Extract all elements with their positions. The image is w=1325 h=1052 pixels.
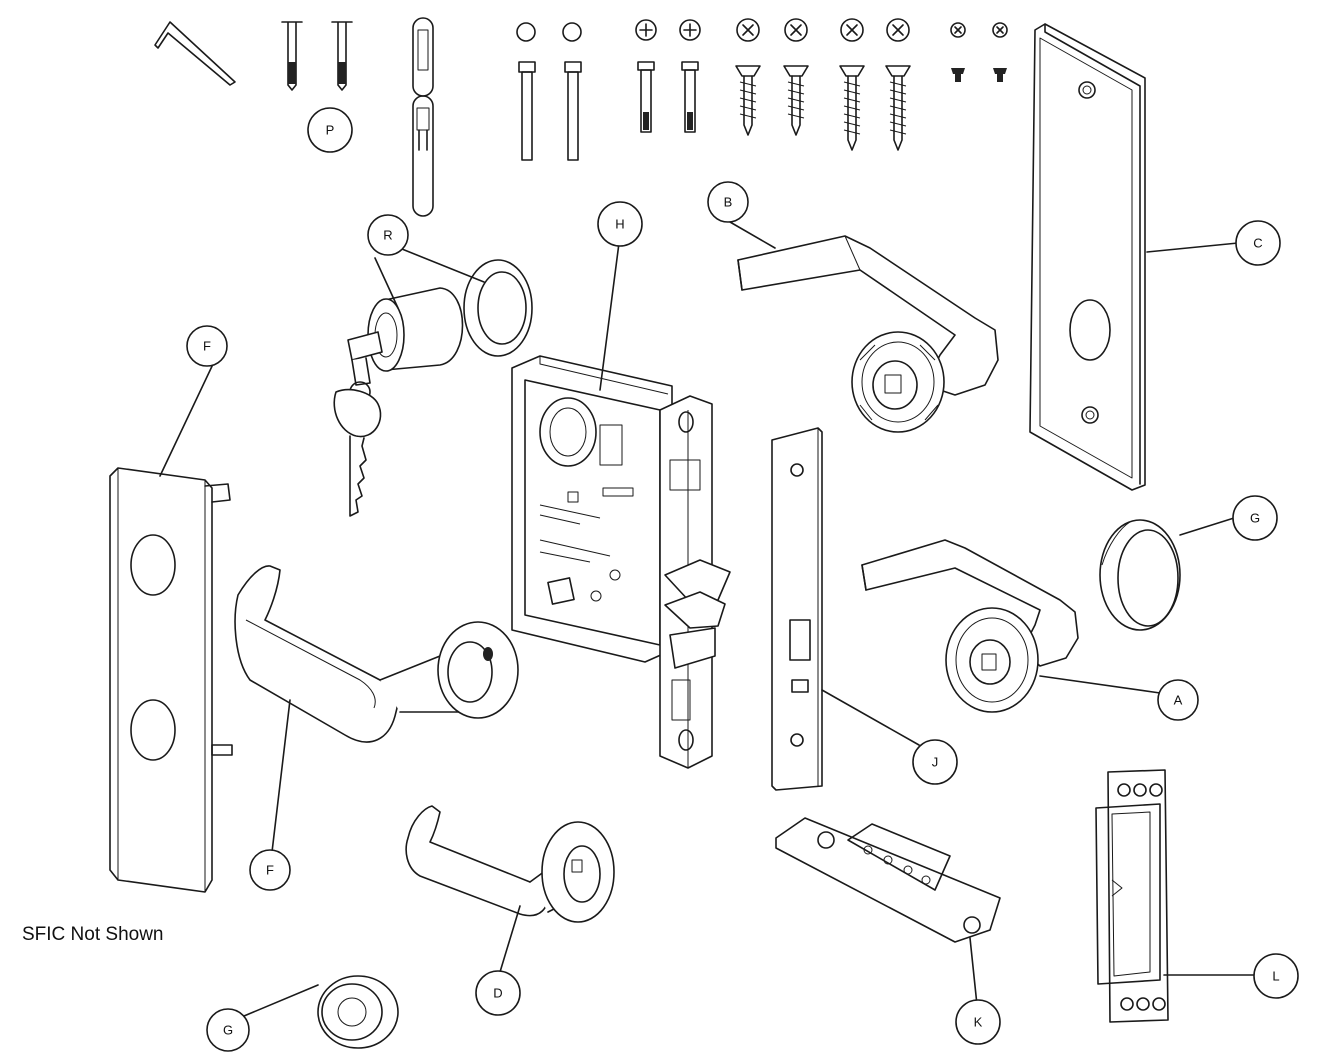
strike-K [775,817,1001,943]
callout-B: B [707,181,749,223]
cylinder-and-keys-R [333,259,533,517]
strike-box-L [1095,769,1169,1023]
callout-L: L [1253,953,1299,999]
svg-text:F: F [203,339,211,354]
faceplate-J [771,427,823,791]
svg-text:D: D [493,986,502,1001]
sfic-note: SFIC Not Shown [22,924,164,945]
sex-bolt [635,19,657,133]
callout-R: R [367,214,409,256]
callout-F-top: F [186,325,228,367]
svg-text:A: A [1174,693,1183,708]
escutcheon-plate-C [1029,23,1146,491]
wood-screw [783,18,809,136]
callout-G-bottom: G [206,1008,250,1052]
svg-text:K: K [974,1015,983,1030]
pin [516,22,536,161]
small-screw [950,22,966,82]
callout-D: D [475,970,521,1016]
callout-G-right: G [1232,495,1278,541]
allen-wrench [154,21,236,86]
rose-G [317,975,399,1049]
rose-G [1099,519,1181,631]
svg-text:R: R [383,228,392,243]
svg-text:F: F [266,863,274,878]
mortise-lock-body-H [511,355,731,769]
wood-screw [735,18,761,136]
svg-text:L: L [1272,969,1279,984]
leader-lines [159,221,1261,1017]
callout-P: P [307,107,353,153]
svg-text:G: G [1250,511,1260,526]
lever-trim-A [861,539,1079,713]
callout-A: A [1157,679,1199,721]
wood-screw [839,18,865,151]
long-screw [331,21,353,91]
svg-text:H: H [615,217,624,232]
callout-K: K [955,999,1001,1045]
escutcheon-plate-F [109,467,233,893]
fastener-pack-P [154,17,1008,217]
callout-F-bottom: F [249,849,291,891]
sex-bolt [679,19,701,133]
lever-trim-F [234,565,519,743]
svg-text:C: C [1253,236,1262,251]
callout-H: H [597,201,643,247]
svg-text:G: G [223,1023,233,1038]
callout-C: C [1235,220,1281,266]
pin [562,22,582,161]
small-screw [992,22,1008,82]
wood-screw [885,18,911,151]
callout-J: J [912,739,958,785]
lever-trim-D [405,805,615,923]
svg-text:P: P [326,123,335,138]
svg-text:J: J [932,755,939,770]
svg-text:B: B [724,195,733,210]
lever-trim-B [737,235,999,433]
spindle [412,17,434,217]
long-screw [281,21,303,91]
